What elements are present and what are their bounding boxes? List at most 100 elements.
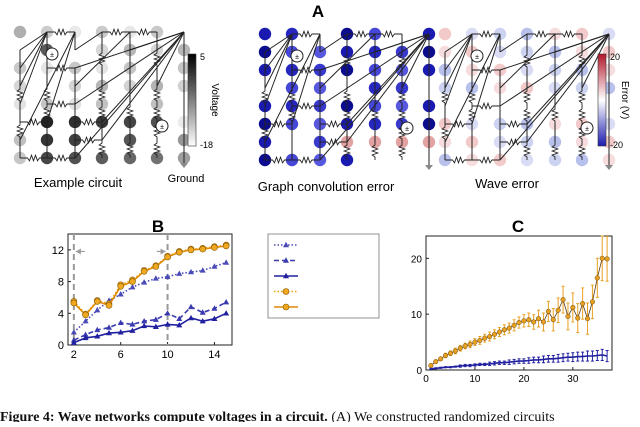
data-point <box>117 329 124 335</box>
resistor <box>292 29 320 39</box>
data-point <box>575 315 581 321</box>
resistor <box>522 88 532 106</box>
data-point <box>164 273 171 280</box>
resistor <box>97 50 107 68</box>
data-point <box>223 259 230 265</box>
data-point <box>141 318 148 324</box>
data-point <box>129 283 136 290</box>
legend-swatch-marker <box>283 272 289 279</box>
resistor <box>342 88 352 106</box>
wire <box>19 31 48 51</box>
wire <box>444 33 473 107</box>
data-point <box>94 333 101 339</box>
data-point <box>188 314 194 321</box>
data-point <box>129 321 136 327</box>
node-dot <box>438 27 452 41</box>
resistor <box>342 106 352 124</box>
resistor <box>550 106 560 124</box>
wires <box>444 33 610 161</box>
wire <box>499 33 528 53</box>
y-tick-label: 20 <box>411 254 423 265</box>
data-point <box>487 333 493 340</box>
wire <box>401 33 430 89</box>
data-point <box>211 263 218 269</box>
resistor <box>152 104 162 122</box>
training-region-arrowhead-right <box>160 248 166 255</box>
resistor <box>152 86 162 104</box>
voltage-colorbar-min: -18 <box>200 140 213 150</box>
data-point <box>199 318 206 324</box>
resistors <box>440 29 587 165</box>
series-line <box>73 301 227 341</box>
data-point <box>141 322 148 329</box>
legend-swatch-marker <box>283 257 289 263</box>
series-wave-2-pass <box>70 298 230 343</box>
data-point <box>452 348 458 354</box>
data-point <box>472 339 478 345</box>
resistor <box>292 65 320 75</box>
wave-error-title: Wave error <box>475 176 539 191</box>
legend-swatch-marker <box>282 303 290 311</box>
data-point <box>70 329 77 335</box>
voltage-source-sign: ± <box>585 126 589 133</box>
y-tick-label: 0 <box>58 340 64 352</box>
resistor <box>265 119 292 129</box>
data-point <box>443 352 449 359</box>
data-point <box>82 311 89 319</box>
example-circuit-title: Example circuit <box>34 175 123 190</box>
example-circuit: ±± <box>13 25 191 168</box>
resistor <box>375 29 402 39</box>
wire <box>264 33 293 53</box>
resistor <box>522 142 532 160</box>
wire <box>264 33 293 89</box>
data-point <box>491 331 498 337</box>
y-tick-label: 10 <box>411 310 423 321</box>
data-point <box>555 307 561 313</box>
resistor <box>397 142 407 160</box>
resistor <box>287 88 297 106</box>
data-point <box>94 306 101 313</box>
resistor <box>102 27 130 37</box>
resistor <box>287 106 297 124</box>
data-point <box>531 319 537 325</box>
wire <box>291 33 321 125</box>
resistor <box>75 117 102 127</box>
wire <box>471 33 501 125</box>
wire <box>19 31 48 87</box>
data-point <box>199 267 206 273</box>
data-point <box>589 299 595 305</box>
data-point <box>501 327 507 333</box>
resistor <box>292 155 320 165</box>
resistor <box>15 86 25 104</box>
plot-frame <box>67 233 233 346</box>
voltage-source-symbol <box>580 121 594 135</box>
data-point <box>211 315 218 322</box>
data-point <box>164 321 171 327</box>
data-point <box>70 339 77 345</box>
data-point <box>129 278 136 285</box>
voltage-source-sign: ± <box>295 54 299 61</box>
resistor <box>577 142 587 160</box>
data-point <box>141 279 148 285</box>
y-tick-label: 0 <box>416 366 422 377</box>
data-point <box>140 267 148 275</box>
data-point <box>604 256 610 262</box>
wire <box>499 33 556 89</box>
y-tick-label: 8 <box>58 277 64 289</box>
resistor <box>577 106 587 124</box>
error-colorbar-gradient <box>597 53 607 147</box>
voltage-source-symbol <box>155 119 169 133</box>
resistor <box>467 88 477 106</box>
data-point <box>211 305 218 311</box>
resistor <box>440 88 450 106</box>
series-line <box>430 354 608 370</box>
data-point <box>511 322 517 328</box>
data-point <box>462 343 468 349</box>
resistor <box>47 27 75 37</box>
data-point <box>188 268 194 275</box>
data-point <box>199 245 207 253</box>
resistor <box>97 86 107 104</box>
wire <box>319 33 348 53</box>
training-region-arrowhead-left <box>75 248 81 255</box>
